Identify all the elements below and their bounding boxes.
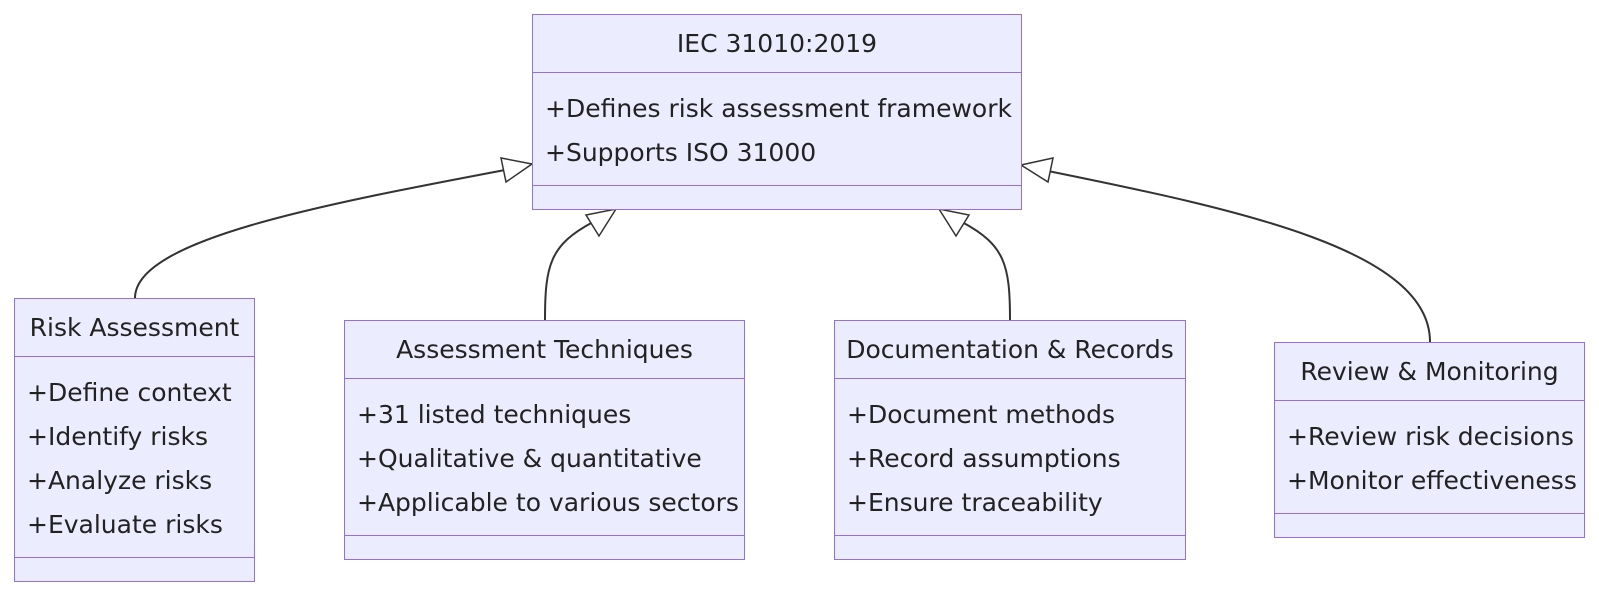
edge-review-to-iec	[1047, 170, 1431, 343]
edge-docs-arrowhead	[937, 207, 971, 238]
class-title: Review & Monitoring	[1275, 343, 1584, 401]
class-attribute: +31 listed techniques	[357, 400, 632, 429]
class-title: Documentation & Records	[835, 321, 1185, 379]
class-attributes: +Defines risk assessment framework +Supp…	[533, 73, 1021, 186]
class-attribute: +Qualitative & quantitative	[357, 444, 702, 473]
class-attributes: +Review risk decisions +Monitor effectiv…	[1275, 401, 1584, 514]
class-attribute: +Review risk decisions	[1287, 422, 1574, 451]
class-attribute: +Define context	[27, 378, 232, 407]
edge-risk-arrowhead	[500, 157, 534, 184]
class-attribute: +Evaluate risks	[27, 510, 223, 539]
class-methods	[1275, 514, 1584, 532]
class-documentation-records[interactable]: Documentation & Records +Document method…	[834, 320, 1186, 560]
class-attribute: +Applicable to various sectors	[357, 488, 739, 517]
edge-tech-arrowhead	[584, 207, 618, 238]
class-methods	[835, 536, 1185, 554]
class-attributes: +Document methods +Record assumptions +E…	[835, 379, 1185, 536]
class-methods	[533, 186, 1021, 204]
class-assessment-techniques[interactable]: Assessment Techniques +31 listed techniq…	[344, 320, 745, 560]
class-attributes: +Define context +Identify risks +Analyze…	[15, 357, 254, 558]
edge-tech-to-iec	[544, 221, 594, 321]
class-attribute: +Ensure traceability	[847, 488, 1103, 517]
edge-risk-to-iec	[134, 169, 506, 299]
class-title: Risk Assessment	[15, 299, 254, 357]
class-title: IEC 31010:2019	[533, 15, 1021, 73]
edge-review-arrowhead	[1019, 157, 1054, 184]
class-attribute: +Identify risks	[27, 422, 209, 451]
class-attribute: +Document methods	[847, 400, 1115, 429]
edge-docs-to-iec	[961, 221, 1011, 321]
class-methods	[15, 558, 254, 576]
class-attribute: +Monitor effectiveness	[1287, 466, 1577, 495]
class-attributes: +31 listed techniques +Qualitative & qua…	[345, 379, 744, 536]
class-attribute: +Supports ISO 31000	[545, 138, 817, 167]
class-iec-31010[interactable]: IEC 31010:2019 +Defines risk assessment …	[532, 14, 1022, 210]
class-attribute: +Analyze risks	[27, 466, 213, 495]
class-methods	[345, 536, 744, 554]
class-attribute: +Record assumptions	[847, 444, 1121, 473]
class-title: Assessment Techniques	[345, 321, 744, 379]
class-review-monitoring[interactable]: Review & Monitoring +Review risk decisio…	[1274, 342, 1585, 538]
class-risk-assessment[interactable]: Risk Assessment +Define context +Identif…	[14, 298, 255, 582]
class-attribute: +Defines risk assessment framework	[545, 94, 1012, 123]
